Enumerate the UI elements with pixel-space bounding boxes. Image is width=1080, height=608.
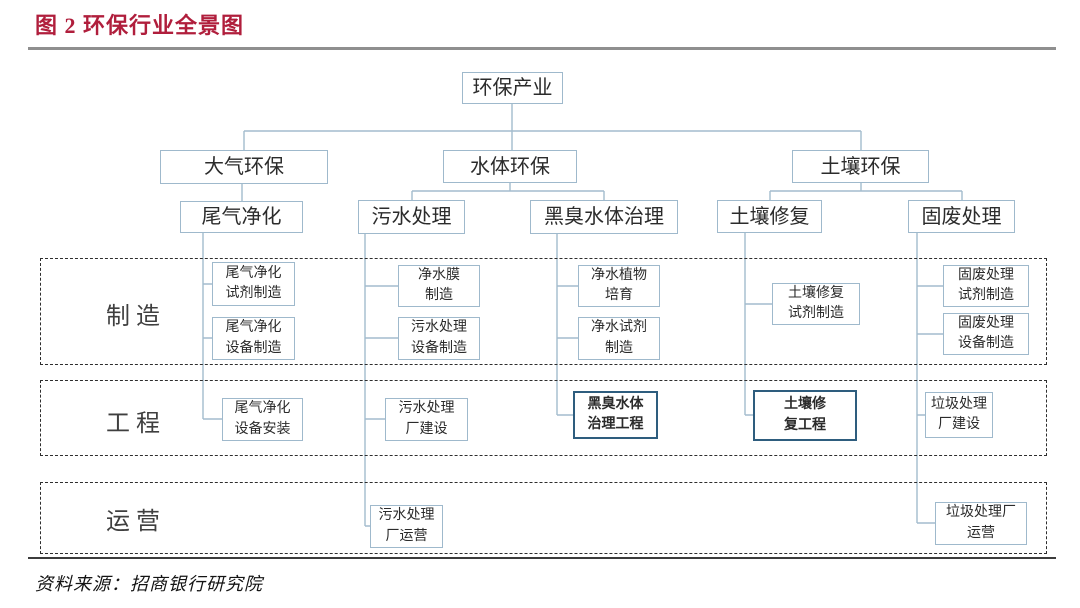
node-exhaust-purification: 尾气净化	[180, 201, 303, 233]
node-solid-waste-equipment-mfg: 固废处理 设备制造	[943, 313, 1029, 355]
source-note: 资料来源：招商银行研究院	[35, 574, 263, 594]
band-manufacturing	[40, 258, 1047, 365]
node-garbage-plant-operation: 垃圾处理厂 运营	[935, 502, 1027, 545]
node-water-protection: 水体环保	[443, 150, 577, 183]
node-garbage-plant-construction: 垃圾处理 厂建设	[925, 392, 993, 438]
band-engineering	[40, 380, 1047, 456]
node-black-odor-water-project: 黑臭水体 治理工程	[573, 391, 658, 439]
band-label-operations: 运营	[106, 509, 166, 535]
node-env-industry-root: 环保产业	[462, 72, 563, 104]
node-solid-waste-reagent-mfg: 固废处理 试剂制造	[943, 265, 1029, 307]
node-soil-reagent-mfg: 土壤修复 试剂制造	[772, 283, 860, 325]
node-sewage-treatment: 污水处理	[358, 200, 465, 234]
node-solid-waste-treatment: 固废处理	[908, 200, 1015, 233]
node-soil-protection: 土壤环保	[792, 150, 929, 183]
node-black-odor-water-treatment: 黑臭水体治理	[530, 200, 678, 234]
band-label-engineering: 工程	[106, 411, 166, 437]
figure-title: 图 2 环保行业全景图	[35, 13, 245, 38]
node-sewage-equipment-mfg: 污水处理 设备制造	[398, 317, 480, 360]
node-soil-remediation-project: 土壤修 复工程	[753, 390, 857, 441]
node-water-reagent-mfg: 净水试剂 制造	[578, 317, 660, 360]
footer-divider	[28, 557, 1056, 559]
node-air-protection: 大气环保	[160, 150, 328, 184]
node-exhaust-equipment-mfg: 尾气净化 设备制造	[212, 317, 295, 360]
band-operations	[40, 482, 1047, 554]
node-sewage-plant-construction: 污水处理 厂建设	[385, 398, 468, 441]
node-sewage-plant-operation: 污水处理 厂运营	[370, 505, 443, 548]
band-label-manufacturing: 制造	[106, 304, 166, 330]
node-exhaust-equipment-install: 尾气净化 设备安装	[222, 398, 303, 441]
node-water-membrane-mfg: 净水膜 制造	[398, 265, 480, 307]
node-exhaust-reagent-mfg: 尾气净化 试剂制造	[212, 262, 295, 306]
node-soil-remediation: 土壤修复	[717, 200, 822, 233]
node-purifying-plants-cultivation: 净水植物 培育	[578, 265, 660, 307]
title-divider	[28, 47, 1056, 50]
